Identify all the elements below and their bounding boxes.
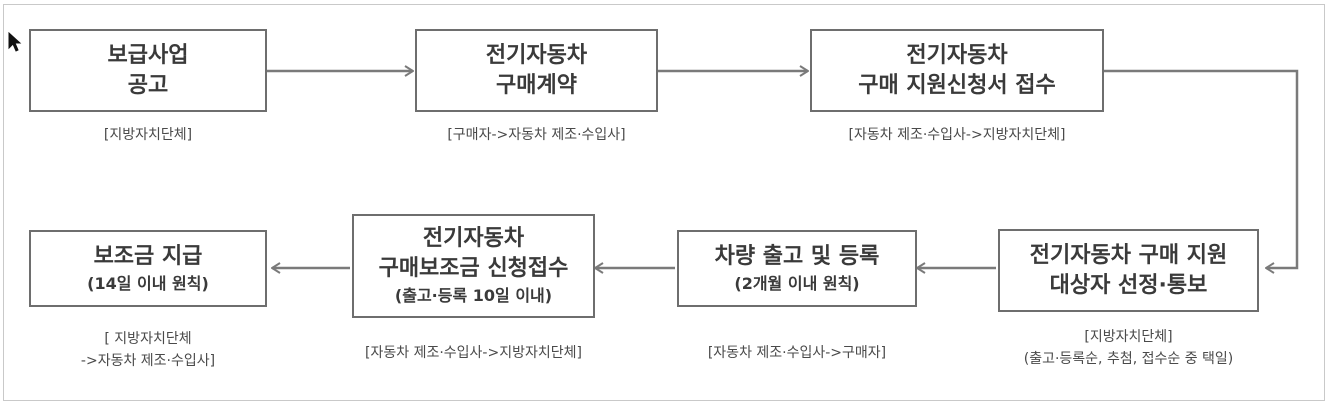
caption-application-receipt: [자동차 제조·수입사->지방자치단체]: [848, 127, 1066, 143]
caption-announcement: [지방자치단체]: [103, 127, 193, 143]
step-box-delivery-registration: 차량 출고 및 등록 (2개월 이내 원칙): [677, 230, 917, 307]
box-line: 보급사업: [107, 42, 189, 68]
caption-line: (출고·등록순, 추첨, 접수순 중 택일): [1023, 351, 1234, 367]
box-line: 대상자 선정·통보: [1049, 272, 1208, 298]
arrow-b3-b4: [1104, 69, 1299, 268]
box-line: 보조금 지급: [93, 243, 203, 269]
box-sub: (출고·등록 10일 이내): [394, 286, 553, 305]
box-line: 전기자동차: [906, 42, 1008, 68]
step-box-selection-notice: 전기자동차 구매 지원 대상자 선정·통보: [998, 229, 1259, 312]
box-line: 구매계약: [496, 72, 577, 98]
step-box-purchase-contract: 전기자동차 구매계약: [415, 29, 658, 112]
box-line: 전기자동차: [422, 226, 525, 251]
box-line: 전기자동차: [485, 42, 588, 68]
step-box-subsidy-application: 전기자동차 구매보조금 신청접수 (출고·등록 10일 이내): [352, 214, 595, 318]
box-line: 전기자동차 구매 지원: [1029, 242, 1228, 268]
caption-subsidy-application: [자동차 제조·수입사->지방자치단체]: [365, 345, 582, 361]
caption-line: [지방자치단체]: [1084, 329, 1173, 345]
caption-line: ->자동차 제조·수입사]: [80, 353, 216, 369]
box-line: 구매 지원신청서 접수: [858, 72, 1056, 98]
step-box-application-receipt: 전기자동차 구매 지원신청서 접수: [810, 29, 1104, 112]
box-line: 차량 출고 및 등록: [714, 243, 880, 269]
caption-purchase-contract: [구매자->자동차 제조·수입사]: [447, 127, 626, 143]
box-line: 구매보조금 신청접수: [378, 256, 569, 281]
box-line: 공고: [127, 72, 169, 98]
diagram-frame: [3, 4, 1325, 401]
mouse-cursor-icon: [8, 32, 22, 52]
step-box-announcement: 보급사업 공고: [29, 29, 267, 112]
step-box-subsidy-payment: 보조금 지급 (14일 이내 원칙): [29, 230, 267, 307]
box-sub: (14일 이내 원칙): [87, 273, 209, 293]
caption-delivery-registration: [자동차 제조·수입사->구매자]: [707, 345, 887, 361]
caption-line: [ 지방자치단체: [104, 331, 192, 347]
caption-selection-notice: [지방자치단체] (출고·등록순, 추첨, 접수순 중 택일): [968, 326, 1289, 370]
caption-subsidy-payment: [ 지방자치단체 ->자동차 제조·수입사]: [29, 328, 267, 372]
box-sub: (2개월 이내 원칙): [734, 273, 860, 293]
